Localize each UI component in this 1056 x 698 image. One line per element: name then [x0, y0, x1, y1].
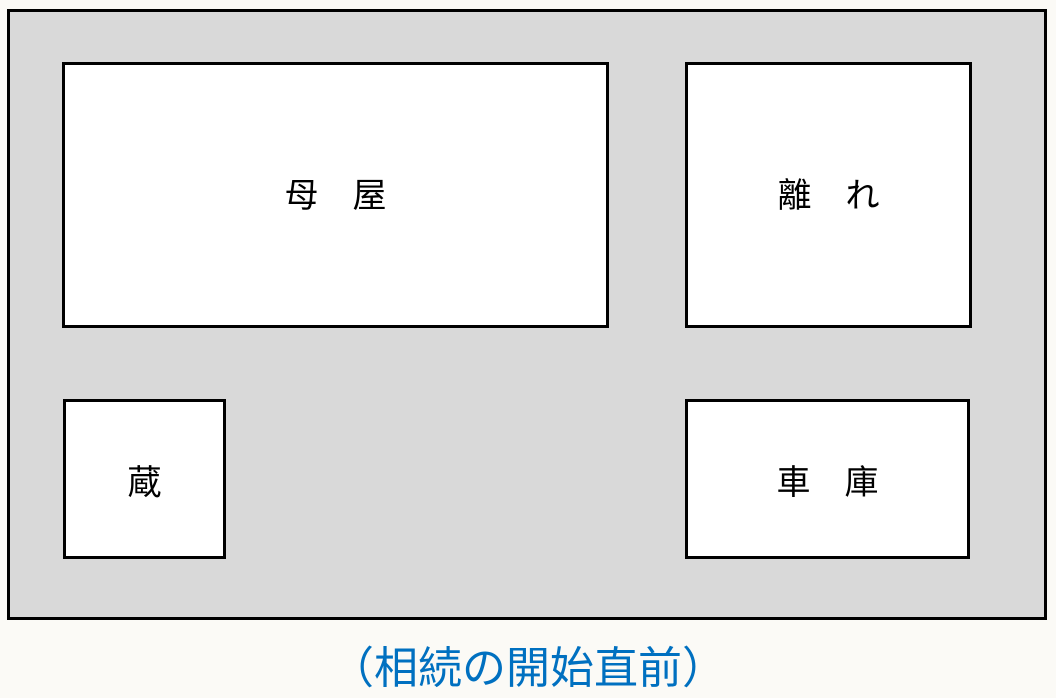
diagram-caption: （相続の開始直前） [330, 643, 726, 694]
annex-label: 離 れ [777, 175, 880, 216]
storehouse-label: 蔵 [127, 462, 162, 503]
main-house-box: 母 屋 [62, 62, 609, 328]
storehouse-box: 蔵 [63, 399, 226, 559]
garage-label: 車 庫 [776, 462, 879, 503]
main-house-label: 母 屋 [284, 175, 387, 216]
annex-box: 離 れ [685, 62, 972, 328]
garage-box: 車 庫 [685, 399, 970, 559]
